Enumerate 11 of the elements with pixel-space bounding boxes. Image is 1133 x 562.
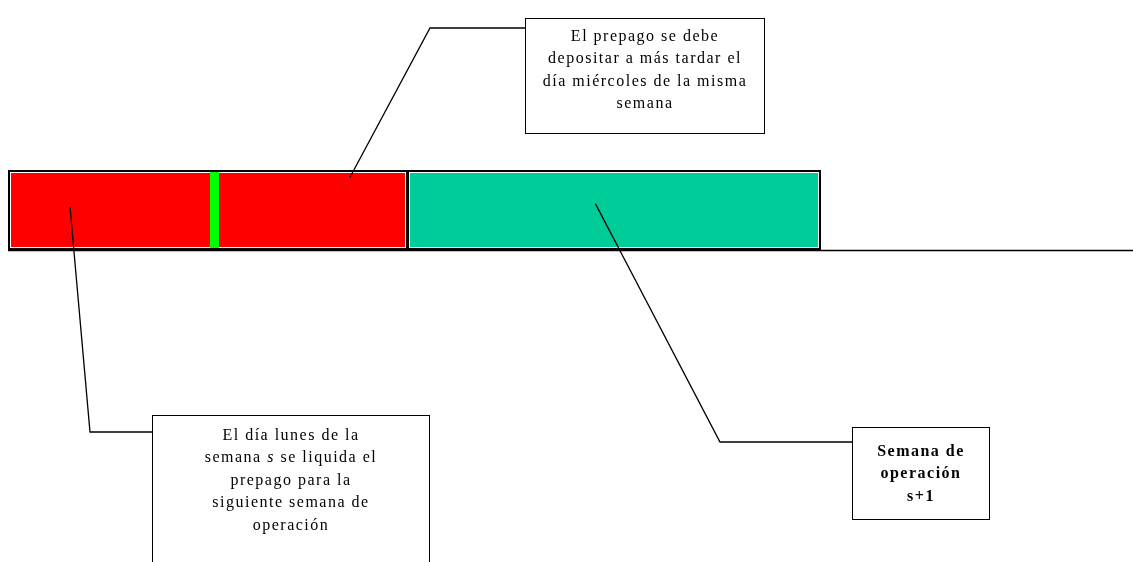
leader-line — [349, 27, 526, 178]
callout-box — [525, 18, 765, 134]
callout-box — [152, 415, 430, 562]
leader-line — [69, 206, 153, 433]
timeline-bar — [8, 170, 408, 250]
callout-text: Semana de operación s+1 — [876, 441, 966, 506]
callout-text: El día lunes de la semana s se liquida el prepago para la siguiente semana de operación — [203, 425, 379, 536]
timeline-bar — [407, 170, 821, 250]
leader-line — [594, 202, 853, 443]
callout-box — [852, 427, 990, 520]
callout-text: El prepago se debe depositar a más tardar el día miércoles de la misma semana — [541, 26, 749, 114]
